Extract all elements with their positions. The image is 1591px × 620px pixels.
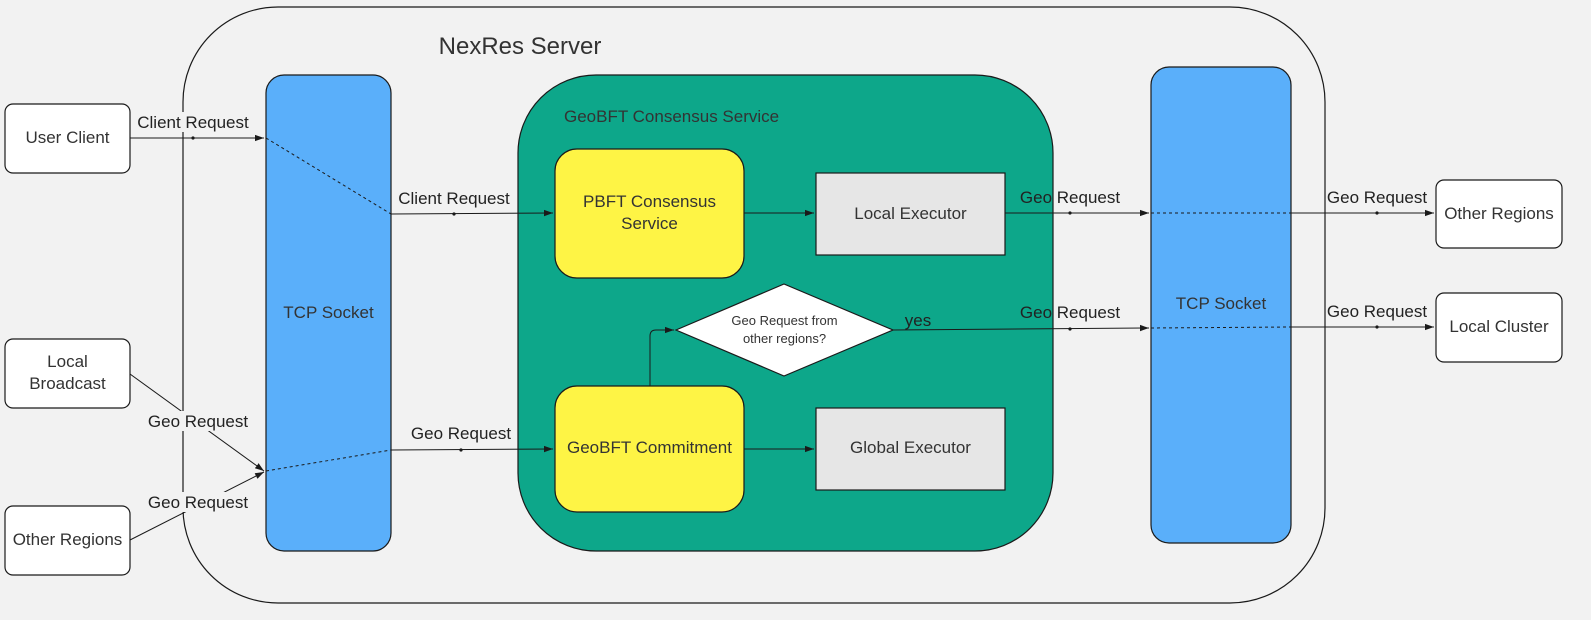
edge-midpoint-dot: [1068, 327, 1072, 331]
pbft-consensus-label-line2: Service: [621, 214, 678, 233]
edge-midpoint-dot: [1375, 325, 1379, 329]
edge-commitment-to-decision: [649, 326, 674, 386]
tcp-socket-right-label: TCP Socket: [1176, 294, 1267, 313]
local-broadcast-label-line1: Local: [47, 352, 88, 371]
local-cluster-box: [1435, 292, 1563, 363]
global-executor-node: [815, 407, 1006, 491]
edge-client-request-inner: [390, 209, 554, 217]
edge-geo-request-yes-out: [892, 324, 1150, 332]
label-geo-request-broadcast: Geo Request: [148, 412, 248, 431]
label-bg: [146, 492, 250, 512]
server-container: [182, 6, 1326, 604]
label-geo-request-regions: Geo Request: [148, 493, 248, 512]
label-client-request-inner: Client Request: [398, 189, 510, 208]
edge-geo-request-inner: [390, 445, 554, 453]
other-regions-source-box: [4, 505, 131, 576]
tcp-socket-left: [265, 74, 392, 552]
geobft-commitment-label: GeoBFT Commitment: [567, 438, 732, 457]
edge-midpoint-dot: [459, 448, 463, 452]
local-broadcast-label-line2: Broadcast: [29, 374, 106, 393]
label-client-request-in: Client Request: [137, 113, 249, 132]
edge-socket-passthrough-cluster: [1150, 326, 1292, 329]
consensus-service-title: GeoBFT Consensus Service: [564, 107, 779, 126]
edge-midpoint-dot: [191, 136, 195, 140]
local-executor-node: [815, 172, 1006, 256]
server-title: NexRes Server: [439, 33, 602, 60]
other-regions-target-label: Other Regions: [1444, 204, 1554, 223]
label-geo-request-inner: Geo Request: [411, 424, 511, 443]
global-executor-label: Global Executor: [850, 438, 971, 457]
tcp-socket-left-label: TCP Socket: [283, 303, 374, 322]
label-bg: [137, 112, 249, 132]
local-cluster-label: Local Cluster: [1449, 317, 1549, 336]
label-geo-request-to-regions: Geo Request: [1327, 188, 1427, 207]
label-geo-request-to-cluster: Geo Request: [1327, 302, 1427, 321]
edge-socket-passthrough-client: [265, 137, 392, 215]
edge-midpoint-dot: [1068, 211, 1072, 215]
label-yes: yes: [905, 311, 931, 330]
decision-label-line1: Geo Request from: [731, 313, 837, 328]
local-executor-label: Local Executor: [854, 204, 967, 223]
local-broadcast-box: [4, 338, 131, 409]
label-geo-request-yes-out: Geo Request: [1020, 303, 1120, 322]
other-regions-source-label: Other Regions: [13, 530, 123, 549]
user-client-label: User Client: [25, 128, 109, 147]
tcp-socket-right: [1150, 66, 1292, 544]
label-geo-request-exec-out: Geo Request: [1020, 188, 1120, 207]
edge-midpoint-dot: [452, 212, 456, 216]
label-bg: [146, 411, 250, 431]
other-regions-target-box: [1435, 179, 1563, 249]
pbft-consensus-label-line1: PBFT Consensus: [583, 192, 716, 211]
edge-midpoint-dot: [1375, 211, 1379, 215]
decision-label-line2: other regions?: [743, 331, 826, 346]
